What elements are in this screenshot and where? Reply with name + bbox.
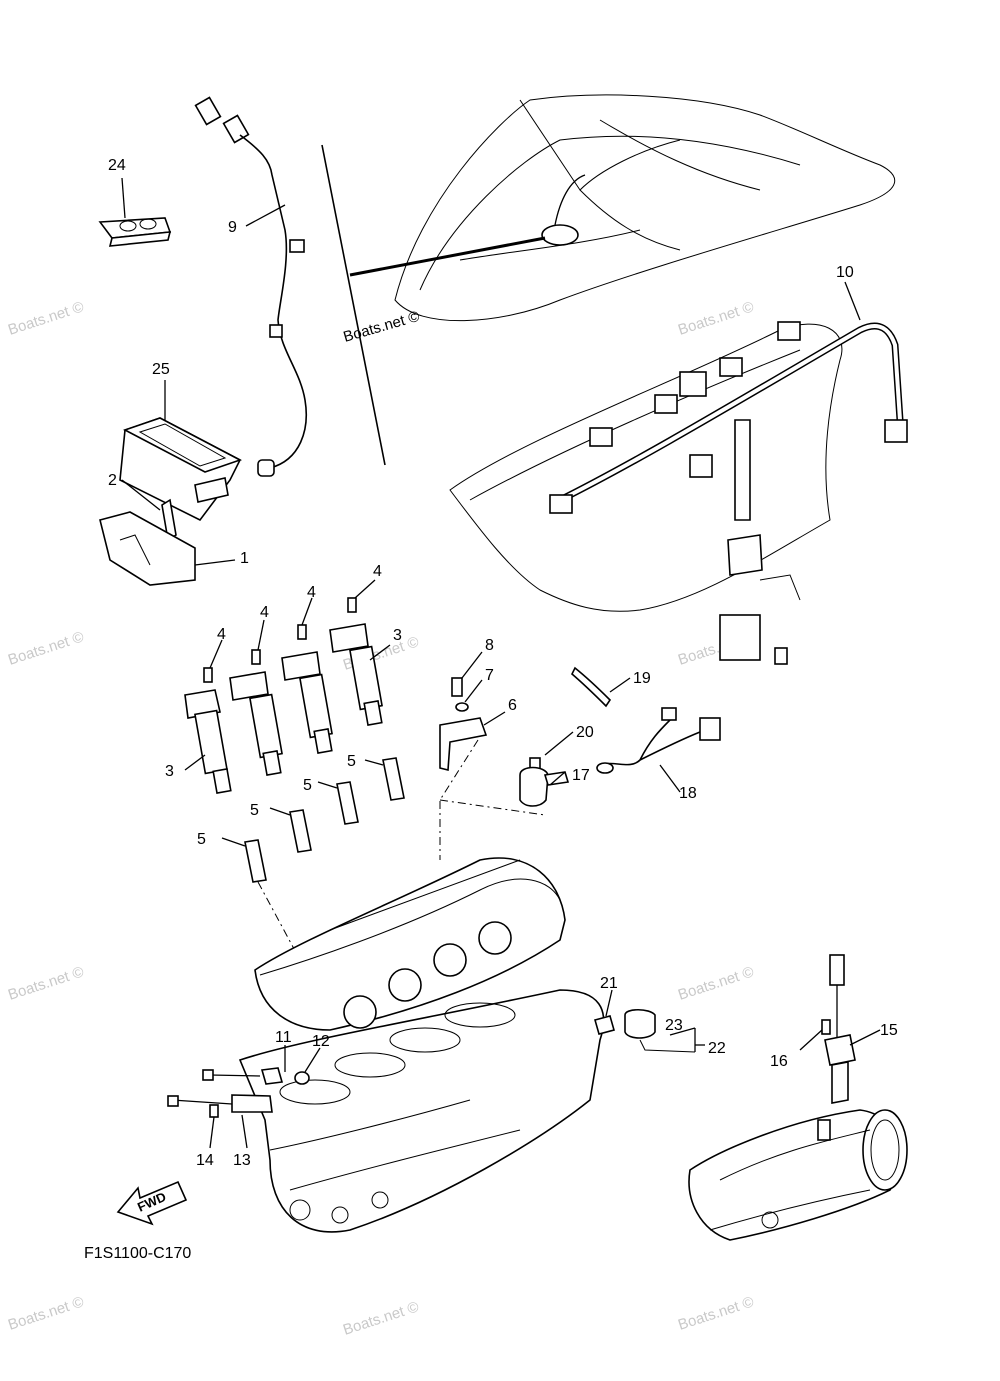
intake-tube xyxy=(688,1109,908,1241)
watermark: Boats.net © xyxy=(341,1298,421,1338)
forward-arrow: FWD xyxy=(116,1180,188,1226)
part-11-sensor xyxy=(202,1045,286,1085)
callout-3b: 3 xyxy=(165,763,174,780)
diagram-code: F1S1100-C170 xyxy=(84,1245,191,1262)
callout-3a: 3 xyxy=(393,627,402,644)
callout-9: 9 xyxy=(228,219,237,236)
part-1-bracket xyxy=(99,511,236,586)
part-12-gasket xyxy=(294,1047,321,1085)
callout-4b: 4 xyxy=(307,584,316,601)
part-4-bolts xyxy=(203,579,376,683)
callout-18: 18 xyxy=(679,785,697,802)
callout-7: 7 xyxy=(485,667,494,684)
callout-2: 2 xyxy=(108,472,117,489)
part-25-ecu xyxy=(119,380,243,522)
callout-4d: 4 xyxy=(217,626,226,643)
callout-labels: 24 9 25 2 1 10 4 4 4 4 3 3 8 7 6 19 20 1… xyxy=(108,157,898,1169)
engine-block xyxy=(238,857,605,1233)
callout-23: 23 xyxy=(665,1017,683,1034)
callout-13: 13 xyxy=(233,1152,251,1169)
guide-lines xyxy=(257,739,546,961)
callout-5a: 5 xyxy=(347,753,356,770)
callout-5b: 5 xyxy=(303,777,312,794)
watermark: Boats.net © xyxy=(676,963,756,1003)
callout-15: 15 xyxy=(880,1022,898,1039)
callout-25: 25 xyxy=(152,361,170,378)
part-21-sensor xyxy=(594,989,615,1035)
part-22-23-switch xyxy=(624,1008,705,1053)
part-14-bolt xyxy=(209,1104,219,1149)
part-10-harness-engine xyxy=(449,281,908,665)
callout-6: 6 xyxy=(508,697,517,714)
watermark: Boats.net © xyxy=(676,298,756,338)
watermark: Boats.net © xyxy=(6,298,86,338)
part-16-bolt xyxy=(799,1019,831,1051)
callout-19: 19 xyxy=(633,670,651,687)
callout-5c: 5 xyxy=(250,802,259,819)
callout-5d: 5 xyxy=(197,831,206,848)
part-5-spark-plugs xyxy=(221,757,405,883)
callout-20: 20 xyxy=(576,724,594,741)
callout-22: 22 xyxy=(708,1040,726,1057)
callout-10: 10 xyxy=(836,264,854,281)
part-24-remote xyxy=(98,177,172,247)
part-17-sensor xyxy=(519,766,570,807)
part-3-ignition-coils xyxy=(184,623,391,794)
callout-21: 21 xyxy=(600,975,618,992)
callout-4c: 4 xyxy=(260,604,269,621)
part-15-sensor xyxy=(824,954,881,1104)
callout-14: 14 xyxy=(196,1152,214,1169)
watermark: Boats.net © xyxy=(6,628,86,668)
divider-line xyxy=(321,144,386,466)
callout-24: 24 xyxy=(108,157,126,174)
callout-1: 1 xyxy=(240,550,249,567)
callout-4a: 4 xyxy=(373,563,382,580)
part-2-bolt xyxy=(121,479,177,542)
callout-11: 11 xyxy=(275,1029,292,1046)
part-18-sensor-harness xyxy=(596,707,721,793)
inline-watermark: Boats.net © xyxy=(341,308,421,346)
callout-8: 8 xyxy=(485,637,494,654)
callout-12: 12 xyxy=(312,1033,330,1050)
part-19-strap xyxy=(571,666,631,708)
watermark: Boats.net © xyxy=(6,963,86,1003)
callout-17: 17 xyxy=(572,767,590,784)
part-8-bolt xyxy=(451,651,483,697)
watercraft-outline: Boats.net © xyxy=(341,94,896,346)
watermark: Boats.net © xyxy=(676,1293,756,1333)
watermark: Boats.net © xyxy=(6,1293,86,1333)
part-13-sensor xyxy=(167,1094,273,1149)
part-7-washer xyxy=(455,679,483,712)
part-6-bracket xyxy=(439,711,506,772)
part-9-harness xyxy=(194,96,307,477)
callout-16: 16 xyxy=(770,1053,788,1070)
